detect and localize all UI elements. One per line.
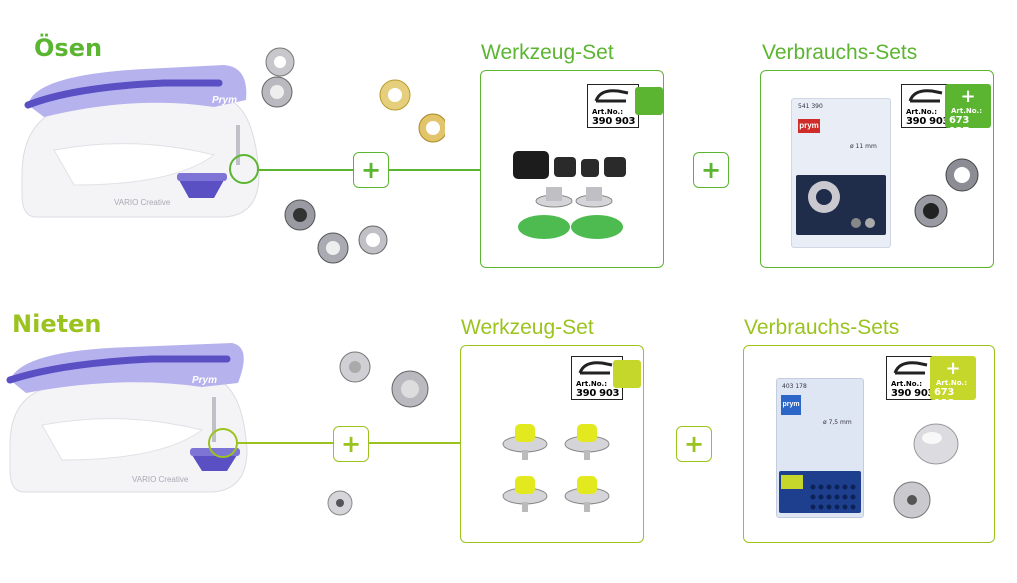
vario-pliers-image: Prym VARIO Creative	[6, 343, 248, 493]
werkzeug-set-panel: Art.No.: 390 903	[460, 345, 644, 543]
color-tag	[635, 87, 663, 115]
verbrauchs-sets-title: Verbrauchs-Sets	[744, 316, 900, 339]
art-no-value: 673 127	[949, 115, 969, 137]
eyelet-samples-image	[914, 158, 979, 228]
eyelets-image	[261, 47, 445, 264]
color-tag	[613, 360, 641, 388]
plus-icon: +	[333, 426, 369, 462]
rivet-samples-image	[893, 423, 959, 519]
package-code: 541 390	[798, 103, 823, 110]
art-no-badge: Art.No.: 390 903	[901, 84, 953, 128]
tool-pictogram-icon	[893, 361, 928, 375]
prym-logo: prym	[798, 119, 820, 133]
art-no-label: Art.No.:	[891, 380, 923, 388]
vario-pliers-image: Prym VARIO Creative	[21, 65, 260, 218]
art-no-badge: Art.No.: 390 903	[587, 84, 639, 128]
art-no-value: 390 903	[592, 116, 636, 127]
package-code: 403 178	[782, 383, 807, 390]
plus-icon: +	[353, 152, 389, 188]
section-title-oesen: Ösen	[34, 34, 103, 62]
tool-set-image	[502, 424, 610, 512]
verbrauchs-sets-title: Verbrauchs-Sets	[762, 41, 918, 64]
tool-highlight-circle	[208, 428, 238, 458]
art-no-value: 390 903	[891, 388, 935, 399]
tool-model-label: VARIO Creative	[132, 475, 189, 484]
tool-pictogram-icon	[594, 89, 629, 103]
art-no-label: Art.No.:	[936, 379, 968, 387]
art-no-label: Art.No.:	[592, 108, 624, 116]
rivets-image	[327, 351, 429, 516]
tool-set-image	[513, 151, 626, 239]
consumable-art-no-badge: + Art.No.: 673 127	[945, 84, 991, 137]
werkzeug-set-title: Werkzeug-Set	[481, 41, 614, 64]
art-no-label: Art.No.:	[951, 107, 983, 115]
prym-logo: prym	[781, 395, 801, 415]
plus-icon: +	[676, 426, 712, 462]
werkzeug-set-title: Werkzeug-Set	[461, 316, 594, 339]
tool-brand-logo: Prym	[212, 95, 237, 106]
tool-brand-logo: Prym	[192, 375, 217, 386]
art-no-value: 673 128	[934, 387, 954, 409]
plus-icon: +	[693, 152, 729, 188]
consumable-package-image: 541 390 prym ø 11 mm	[791, 98, 891, 248]
art-no-value: 390 903	[906, 116, 950, 127]
package-window	[796, 175, 886, 235]
tool-model-label: VARIO Creative	[114, 198, 171, 207]
verbrauchs-sets-panel: 403 178 prym ø 7,5 mm Art.No.: 390 903 +…	[743, 345, 995, 543]
package-card	[779, 471, 861, 513]
tool-pictogram-icon	[578, 361, 613, 375]
art-no-value: 390 903	[576, 388, 620, 399]
verbrauchs-sets-panel: 541 390 prym ø 11 mm Art.No.: 390 903 + …	[760, 70, 994, 268]
package-size: ø 7,5 mm	[823, 419, 852, 426]
consumable-package-image: 403 178 prym ø 7,5 mm	[776, 378, 864, 518]
art-no-label: Art.No.:	[906, 108, 938, 116]
consumable-art-no-badge: + Art.No.: 673 128	[930, 356, 976, 409]
tool-pictogram-icon	[908, 89, 943, 103]
art-no-label: Art.No.:	[576, 380, 608, 388]
plus-icon: +	[945, 358, 961, 379]
werkzeug-set-panel: Art.No.: 390 903	[480, 70, 664, 268]
package-size: ø 11 mm	[850, 143, 877, 150]
section-title-nieten: Nieten	[12, 310, 102, 338]
art-no-badge: Art.No.: 390 903	[886, 356, 938, 400]
plus-icon: +	[960, 86, 976, 107]
